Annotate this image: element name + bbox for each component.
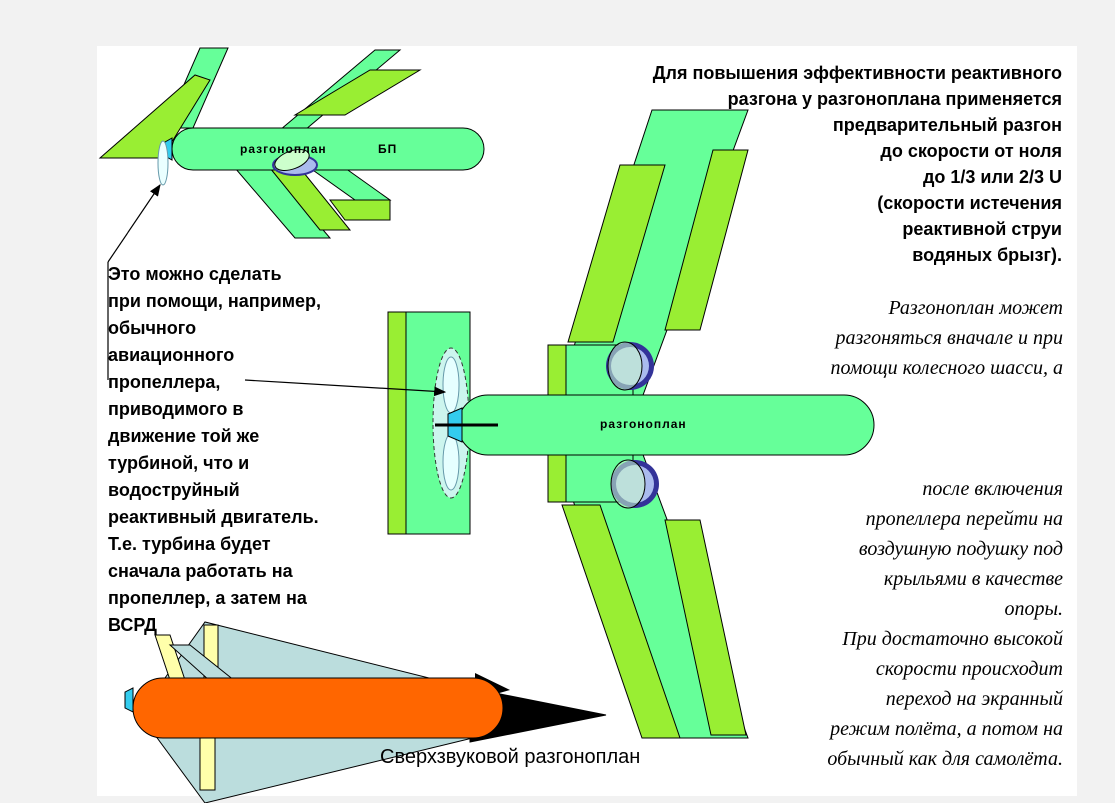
- lower-wing-flap-right: [664, 519, 747, 736]
- italic-line: пропеллера перейти на: [865, 508, 1063, 530]
- supersonic-caption: Сверхзвуковой разгоноплан: [380, 746, 641, 768]
- italic-line: При достаточно высокой: [842, 628, 1063, 650]
- header-line: реактивной струи: [902, 219, 1062, 239]
- small-aircraft: [98, 47, 485, 239]
- pointer-arrow-small-propeller: [107, 184, 161, 263]
- small-wheel-fairing: [274, 149, 310, 171]
- italic-line: после включения: [922, 478, 1063, 500]
- italic-line: разгоняться вначале и при: [835, 327, 1063, 349]
- pointer-arrow-big-propeller: [244, 379, 447, 397]
- rocket-body: [132, 677, 504, 739]
- upper-wheel-fairing: [607, 341, 643, 391]
- italic-line: опоры.: [1004, 598, 1063, 620]
- italic-line: переход на экранный: [885, 688, 1063, 710]
- upper-wing-flap-left: [567, 164, 666, 343]
- header-line: водяных брызг).: [912, 245, 1062, 265]
- left-line: Это можно сделать: [108, 264, 282, 284]
- upper-wing-flap-right: [664, 149, 749, 331]
- rocket-nozzle: [124, 687, 134, 713]
- header-line: до 1/3 или 2/3 U: [922, 167, 1062, 187]
- propeller-blade-bottom: [442, 433, 460, 491]
- header-line: предварительный разгон: [832, 115, 1062, 135]
- left-line: движение той же: [108, 426, 260, 446]
- left-line: обычного: [108, 318, 197, 338]
- italic-line: скорости происходит: [875, 658, 1063, 680]
- left-line: Т.е. турбина будет: [108, 534, 271, 554]
- left-line: пропеллера,: [108, 372, 221, 392]
- lower-wing-flap-left: [561, 504, 681, 739]
- propeller-blade-top: [442, 356, 460, 414]
- left-line: водоструйный: [108, 480, 240, 500]
- left-line: ВСРД: [108, 615, 158, 635]
- supersonic-aircraft: [124, 621, 607, 803]
- italic-line: помощи колесного шасси, а: [830, 357, 1063, 379]
- left-text-block: Это можно сделать при помощи, например, …: [108, 261, 321, 639]
- italic-top-block: Разгоноплан может разгоняться вначале и …: [831, 293, 1063, 383]
- small-fuselage-label: разгоноплан: [240, 142, 327, 156]
- left-line: авиационного: [108, 345, 235, 365]
- big-fuselage-label: разгоноплан: [600, 417, 687, 431]
- left-line: пропеллер, а затем на: [108, 588, 307, 608]
- small-fuselage: [171, 127, 485, 171]
- small-propeller: [157, 140, 169, 186]
- italic-line: воздушную подушку под: [858, 538, 1063, 560]
- header-line: разгона у разгоноплана применяется: [727, 89, 1062, 109]
- small-left-flap: [98, 74, 211, 159]
- italic-line: крыльями в качестве: [883, 568, 1063, 590]
- left-line: приводимого в: [108, 399, 244, 419]
- left-line: реактивный двигатель.: [108, 507, 319, 527]
- header-line: Для повышения эффективности реактивного: [652, 63, 1062, 83]
- italic-bottom-block: после включения пропеллера перейти на во…: [827, 474, 1063, 774]
- small-right-flap: [293, 69, 422, 116]
- left-line: сначала работать на: [108, 561, 293, 581]
- big-aircraft: [387, 109, 875, 739]
- small-rear-flap-right: [329, 199, 391, 221]
- small-tag-label: БП: [378, 142, 398, 156]
- header-text-block: Для повышения эффективности реактивного …: [653, 60, 1062, 268]
- propeller-panel-flap: [387, 311, 407, 535]
- italic-line: Разгоноплан может: [888, 297, 1063, 319]
- left-line: турбиной, что и: [108, 453, 250, 473]
- italic-line: обычный как для самолёта.: [827, 748, 1063, 770]
- lower-wheel-fairing: [610, 459, 646, 509]
- italic-line: режим полёта, а потом на: [830, 718, 1063, 740]
- header-line: до скорости от ноля: [880, 141, 1062, 161]
- left-line: при помощи, например,: [108, 291, 322, 311]
- header-line: (скорости истечения: [877, 193, 1062, 213]
